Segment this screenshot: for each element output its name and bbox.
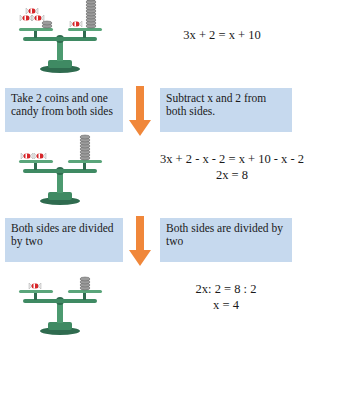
equation-text: 3x + 2 - x - 2 = x + 10 - x - 2 xyxy=(160,152,304,167)
equation-text: 2x = 8 xyxy=(216,168,248,183)
step-box: Take 2 coins and one candy from both sid… xyxy=(5,88,123,132)
step-box: Both sides are divided by two xyxy=(5,218,123,262)
step-text: Both sides are divided by two xyxy=(160,218,292,252)
down-arrow xyxy=(129,216,151,266)
step-box: Both sides are divided by two xyxy=(160,218,292,262)
step-text: Both sides are divided by two xyxy=(5,218,123,252)
step-text: Subtract x and 2 from both sides. xyxy=(160,88,292,122)
step-text: Take 2 coins and one candy from both sid… xyxy=(5,88,123,122)
equation-text: x = 4 xyxy=(213,298,239,313)
step-box: Subtract x and 2 from both sides. xyxy=(160,88,292,132)
down-arrow xyxy=(129,86,151,136)
equation-text: 2x: 2 = 8 : 2 xyxy=(196,282,257,297)
equation-text: 3x + 2 = x + 10 xyxy=(183,28,260,43)
